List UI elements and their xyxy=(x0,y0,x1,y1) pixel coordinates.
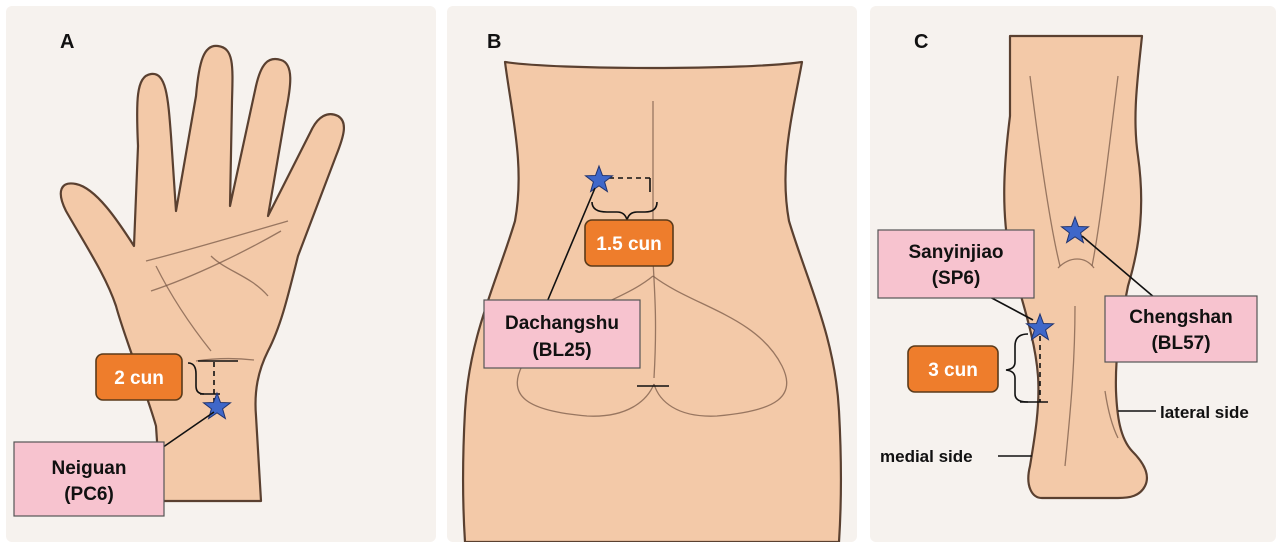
panel-letter-b: B xyxy=(487,31,501,53)
point-code-sp6: (SP6) xyxy=(932,268,981,289)
point-name-chengshan: Chengshan xyxy=(1129,307,1232,328)
measure-bracket-c xyxy=(1006,334,1028,402)
distance-label-b: 1.5 cun xyxy=(596,234,661,255)
medial-side-label: medial side xyxy=(880,447,973,466)
distance-label-a: 2 cun xyxy=(114,368,164,389)
hand-shape xyxy=(61,46,344,501)
panel-letter-c: C xyxy=(914,31,928,53)
distance-label-c: 3 cun xyxy=(928,360,978,381)
panel-letter-a: A xyxy=(60,31,74,53)
lateral-side-label: lateral side xyxy=(1160,403,1249,422)
leg-illustration: C 3 cun Sanyinjiao (SP6) Chengshan (BL57… xyxy=(870,6,1276,542)
panel-c-leg: C 3 cun Sanyinjiao (SP6) Chengshan (BL57… xyxy=(870,6,1276,542)
back-illustration: B 1.5 cun Dachangshu (BL25) xyxy=(447,6,857,542)
point-code-bl25: (BL25) xyxy=(532,340,591,361)
point-code-pc6: (PC6) xyxy=(64,484,114,505)
point-name-dachangshu: Dachangshu xyxy=(505,313,619,334)
point-code-bl57: (BL57) xyxy=(1151,333,1210,354)
point-name-sanyinjiao: Sanyinjiao xyxy=(908,242,1003,263)
hand-illustration: A 2 cun Neiguan (PC6) xyxy=(6,6,436,542)
panel-b-back: B 1.5 cun Dachangshu (BL25) xyxy=(447,6,857,542)
panel-a-hand: A 2 cun Neiguan (PC6) xyxy=(6,6,436,542)
point-name-neiguan: Neiguan xyxy=(52,458,127,479)
